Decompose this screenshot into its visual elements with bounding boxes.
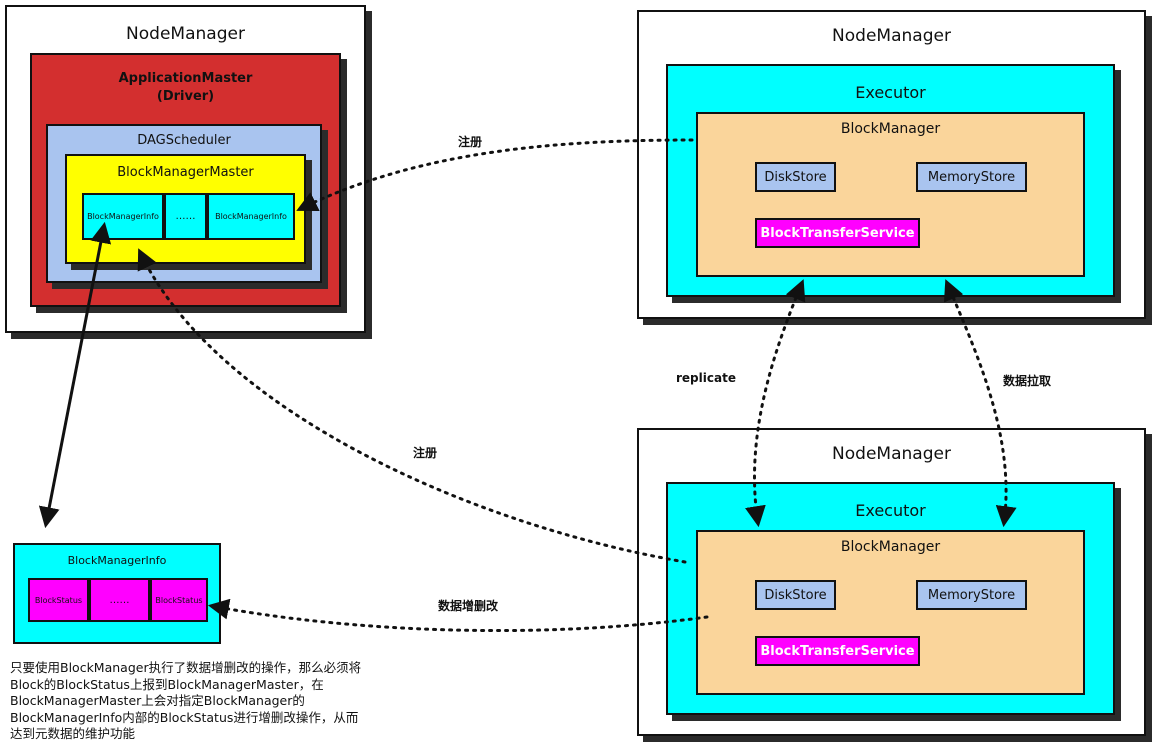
- block-status-ellipsis-cell: ……: [89, 578, 150, 622]
- data-fetch-label: 数据拉取: [1003, 374, 1052, 388]
- node-manager-title: NodeManager: [832, 444, 951, 464]
- block-status-label: BlockStatus: [34, 595, 83, 605]
- replicate-label: replicate: [676, 371, 736, 385]
- block-manager-info-ellipsis-cell: ……: [164, 193, 207, 240]
- disk-store-label: DiskStore: [764, 169, 827, 185]
- block-status-note: 只要使用BlockManager执行了数据增删改的操作，那么必须将Block的B…: [10, 660, 362, 741]
- application-master-title: ApplicationMaster: [118, 71, 253, 86]
- block-manager-info-label: BlockManagerInfo: [87, 212, 159, 221]
- block-manager-title: BlockManager: [840, 121, 941, 137]
- block-transfer-service-label: BlockTransferService: [760, 643, 915, 659]
- memory-store-label: MemoryStore: [927, 587, 1016, 603]
- register-label-bottom: 注册: [413, 446, 438, 460]
- data-fetch-arrow: [943, 279, 1017, 528]
- block-manager-top: BlockManager: [696, 112, 1085, 277]
- application-master-subtitle: (Driver): [156, 89, 215, 104]
- ellipsis-label: ……: [175, 211, 196, 222]
- register-arrow-top: [296, 138, 694, 212]
- block-status-label: BlockStatus: [155, 595, 203, 605]
- disk-store-top: DiskStore: [755, 162, 836, 192]
- block-transfer-service-label: BlockTransferService: [760, 225, 915, 241]
- disk-store-label: DiskStore: [764, 587, 827, 603]
- block-manager-info-cell: BlockManagerInfo: [207, 193, 295, 240]
- executor-title: Executor: [855, 83, 926, 102]
- data-crud-arrow: [207, 598, 709, 633]
- block-manager-info-label: BlockManagerInfo: [215, 212, 287, 221]
- block-manager-info-link-arrow: [38, 221, 112, 529]
- block-manager-info-detail-title: BlockManagerInfo: [67, 554, 167, 567]
- block-manager-bottom: BlockManager: [696, 530, 1085, 695]
- replicate-arrow: [745, 279, 806, 528]
- block-manager-master-title: BlockManagerMaster: [117, 165, 254, 180]
- data-crud-label: 数据增删改: [438, 599, 499, 613]
- node-manager-title: NodeManager: [126, 24, 245, 44]
- executor-title: Executor: [855, 501, 926, 520]
- block-transfer-service-bottom: BlockTransferService: [755, 636, 920, 666]
- register-label-top: 注册: [458, 135, 483, 149]
- block-status-cell: BlockStatus: [150, 578, 208, 622]
- block-status-cell: BlockStatus: [28, 578, 89, 622]
- ellipsis-label: ……: [109, 594, 130, 606]
- memory-store-label: MemoryStore: [927, 169, 1016, 185]
- disk-store-bottom: DiskStore: [755, 580, 836, 610]
- register-arrow-bottom: [137, 248, 687, 564]
- block-transfer-service-top: BlockTransferService: [755, 218, 920, 248]
- memory-store-bottom: MemoryStore: [916, 580, 1027, 610]
- dag-scheduler-title: DAGScheduler: [137, 133, 231, 148]
- memory-store-top: MemoryStore: [916, 162, 1027, 192]
- node-manager-title: NodeManager: [832, 26, 951, 46]
- block-manager-title: BlockManager: [840, 539, 941, 555]
